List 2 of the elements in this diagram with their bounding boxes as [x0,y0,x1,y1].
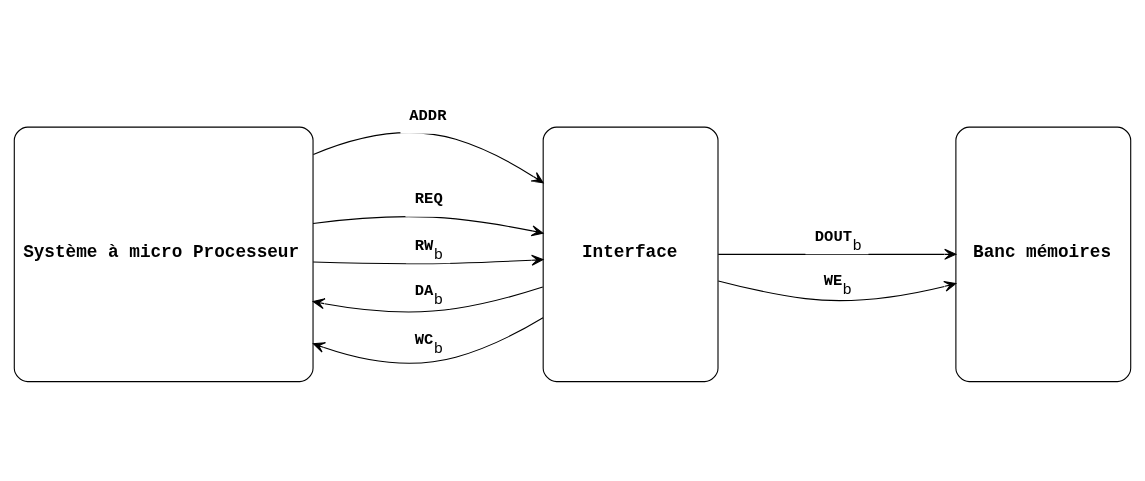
edge-label: ADDR [409,107,447,126]
edge-label: REQ [414,190,443,209]
